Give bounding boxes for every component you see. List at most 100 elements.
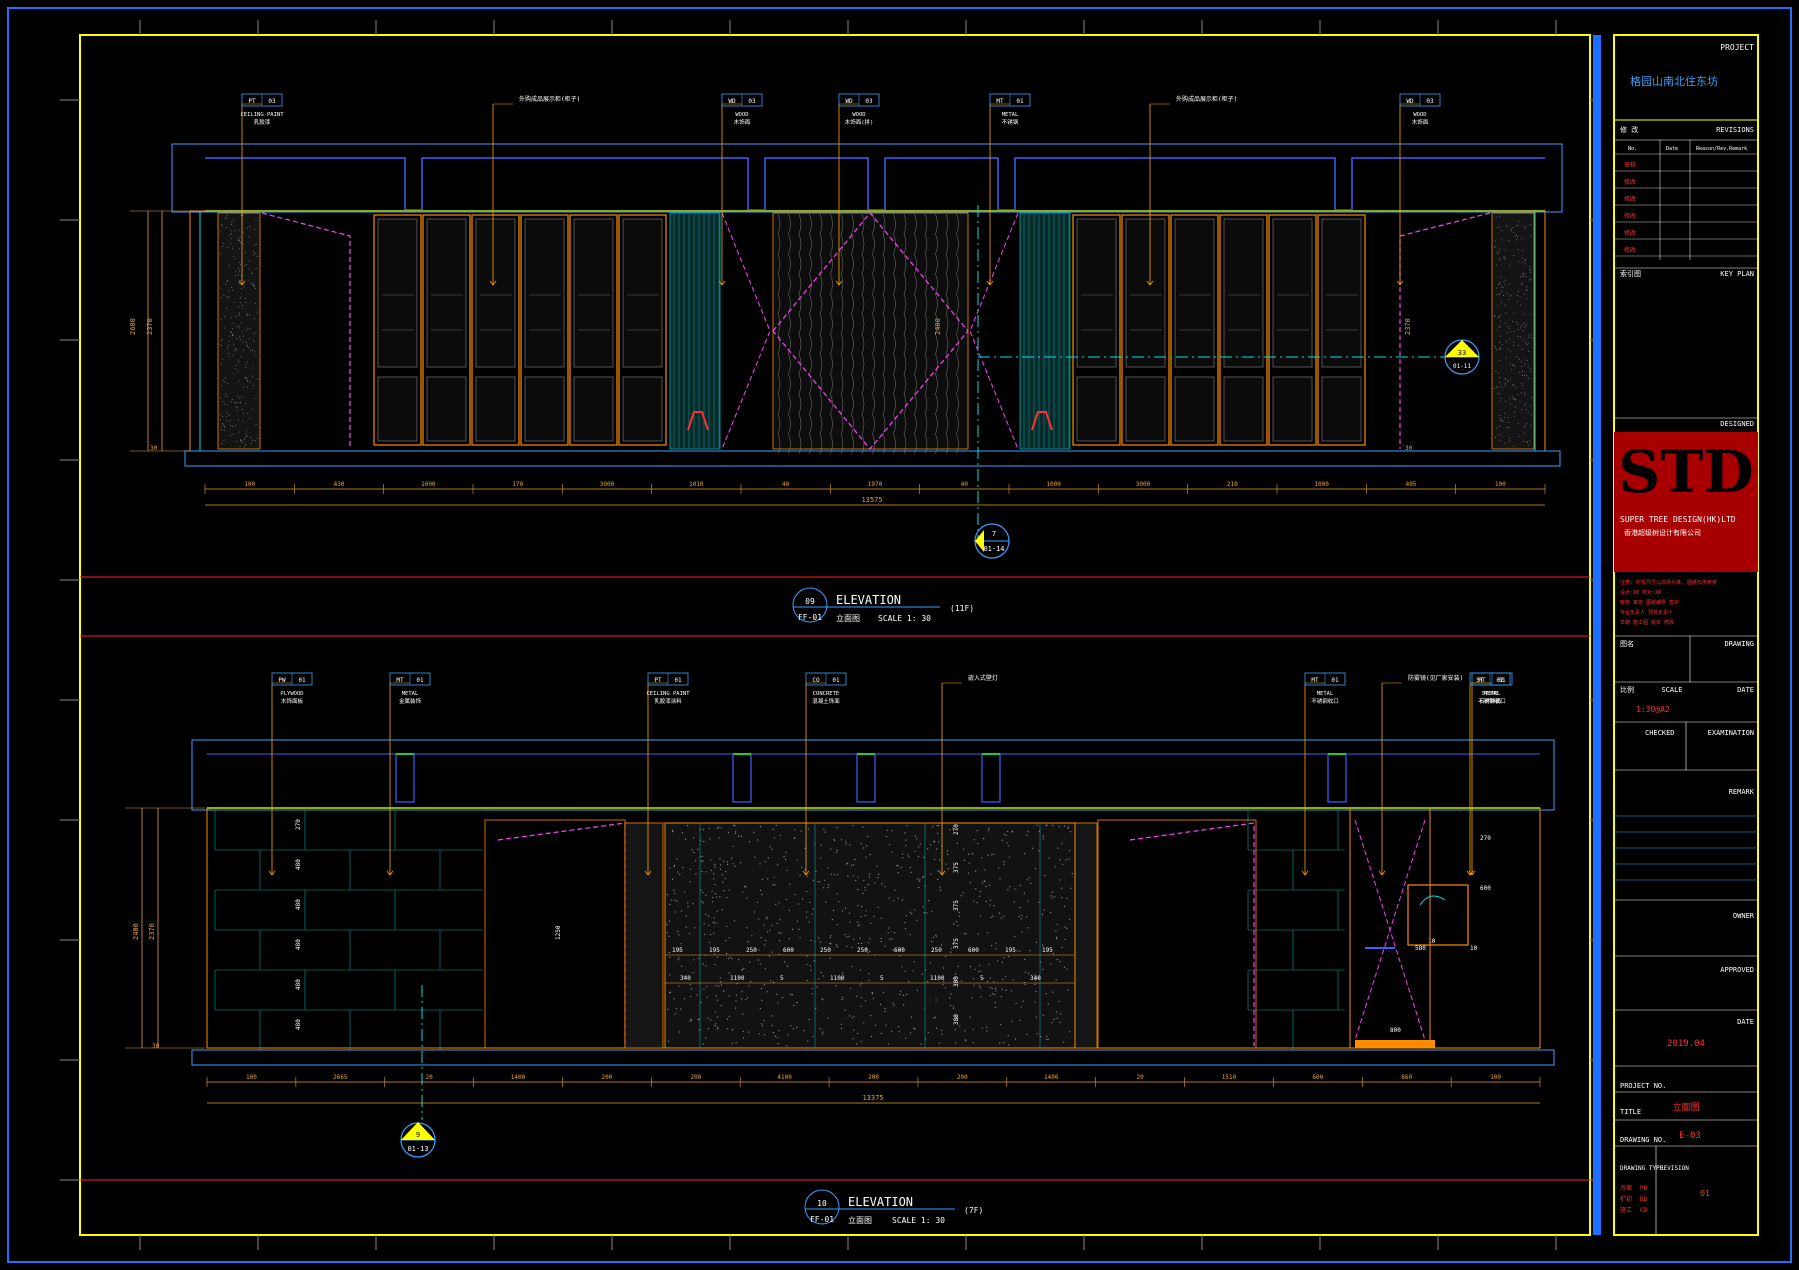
bottom-dim-12: 600 <box>1312 1074 1323 1081</box>
project-no-label: PROJECT NO. <box>1620 1082 1666 1090</box>
top-tag-cn-3: 木饰面(拼) <box>845 118 874 126</box>
top-tag-code-4: MT <box>996 98 1004 105</box>
top-tag-code-3: WD <box>845 98 853 105</box>
inner-dim-f-0: 270 <box>1480 835 1491 842</box>
inner-dim-b-2: 5 <box>780 975 784 982</box>
bottom-tag-cn-7: 不锈钢收口 <box>1478 697 1506 705</box>
drawing-no-value: E-03 <box>1679 1131 1701 1141</box>
bottom-dim-1: 2665 <box>333 1074 348 1081</box>
bottom-tag-num-3: 01 <box>832 677 840 684</box>
inner-dim-a-1: 195 <box>709 947 720 954</box>
examination-label: EXAMINATION <box>1708 729 1754 737</box>
inner-dim-b-4: 5 <box>880 975 884 982</box>
ceiling-light-boxes <box>395 753 1347 803</box>
company-name-cn: 香港超级树设计有限公司 <box>1624 528 1701 537</box>
stage-label-2: 扩初 <box>1620 1195 1632 1203</box>
bottom-dim-2: 20 <box>426 1074 434 1081</box>
elev-09-cn: 立面图 <box>836 613 860 623</box>
bottom-tag-cn-8: 石材饰面 <box>1479 697 1502 705</box>
revision-cn: 修 改 <box>1620 125 1638 134</box>
bottom-dim-3: 1400 <box>511 1074 526 1081</box>
top-tag-code-2: WD <box>728 98 736 105</box>
vdim-bottom-2: 2370 <box>148 923 156 940</box>
bottom-tag-num-7: 01 <box>1498 677 1506 684</box>
revision-label: REVISION <box>1660 1165 1689 1172</box>
top-tag-note-5: 外购成品展示柜(柜子) <box>1176 95 1237 103</box>
stage-code-2: DD <box>1640 1196 1648 1203</box>
bottom-tag-note-6: 防雾镜(见厂家安装) <box>1408 674 1463 682</box>
top-tag-num-0: 03 <box>268 98 276 105</box>
checked-label: CHECKED <box>1645 729 1675 737</box>
top-tag-num-3: 03 <box>865 98 873 105</box>
inner-dim-e-5: 480 <box>295 1019 302 1030</box>
top-tag-name-0: CEILING PAINT <box>240 112 284 118</box>
top-dim-1: 430 <box>334 481 345 488</box>
top-dim-7: 1970 <box>868 481 883 488</box>
bottom-tag-code-5: MT <box>1311 677 1319 684</box>
bottom-dim-8: 200 <box>957 1074 968 1081</box>
bottom-tag-code-8: ST <box>1476 677 1484 684</box>
bottom-tag-code-0: PW <box>278 677 286 684</box>
bottom-tag-num-0: 01 <box>298 677 306 684</box>
top-tag-cn-2: 木饰面 <box>734 118 751 126</box>
date-label: DATE <box>1737 686 1754 694</box>
bottom-tag-name-2: CEILING PAINT <box>646 691 690 697</box>
owner-label: OWNER <box>1733 912 1755 920</box>
bottom-tag-num-1: 01 <box>416 677 424 684</box>
drawing-type-label: DRAWING TYPE <box>1620 1165 1664 1172</box>
red-note-1: 设计:XX 校对:XX <box>1620 589 1661 596</box>
inner-dim-a-9: 195 <box>1005 947 1016 954</box>
top-tag-code-0: PT <box>248 98 256 105</box>
inner-dim-b-5: 1100 <box>930 975 945 982</box>
inner-dim-a-2: 250 <box>746 947 757 954</box>
bottom-tag-cn-0: 木饰面板 <box>281 697 304 705</box>
bottom-dim-0: 100 <box>246 1074 257 1081</box>
inner-dim-c-5: 380 <box>953 1014 960 1025</box>
top-dim-12: 1000 <box>1314 481 1329 488</box>
top-tag-num-4: 01 <box>1016 98 1024 105</box>
bottom-tag-cn-2: 乳胶漆涂料 <box>654 697 682 705</box>
revision-col-1: Date <box>1666 146 1678 152</box>
top-tag-name-6: WOOD <box>1413 112 1426 118</box>
project-name: 格园山南北住东坊 <box>1630 74 1718 88</box>
section-marker-9: 9 01-13 <box>400 1122 436 1158</box>
company-name-en: SUPER TREE DESIGN(HK)LTD <box>1620 515 1736 524</box>
inner-dim-f-5: 800 <box>1390 1027 1401 1034</box>
top-dim-2: 1000 <box>421 481 436 488</box>
inner-dim-b-0: 340 <box>680 975 691 982</box>
remark-lines <box>1614 815 1758 881</box>
inner-dim-e-4: 480 <box>295 979 302 990</box>
elev-09-number: 09 <box>805 597 815 606</box>
red-note-3: 专业负责人 项目负责人 <box>1620 609 1673 616</box>
inner-dim-c-3: 375 <box>953 938 960 949</box>
top-tag-num-6: 03 <box>1426 98 1434 105</box>
stage-code-1: PD <box>1640 1185 1648 1192</box>
revision-row-3: 修改 <box>1624 195 1636 203</box>
vdim-top-6: 30 <box>1405 445 1413 452</box>
stage-label-1: 方案 <box>1620 1184 1632 1192</box>
glass-cabinets <box>373 214 1366 446</box>
elev-09-scale: SCALE 1: 30 <box>878 614 931 623</box>
date-label-2: DATE <box>1737 1018 1754 1026</box>
inner-dim-f-4: 600 <box>1480 885 1491 892</box>
elev-10-scale: SCALE 1: 30 <box>892 1216 945 1225</box>
section-marker-7: 7 01-14 <box>974 523 1010 559</box>
bottom-tag-name-3: CONCRETE <box>813 691 840 697</box>
bottom-dim-14: 100 <box>1490 1074 1501 1081</box>
revisions-label: REVISIONS <box>1716 126 1754 134</box>
inner-dim-f-3: 10 <box>1470 945 1478 952</box>
inner-dim-a-4: 250 <box>820 947 831 954</box>
top-dim-11: 210 <box>1227 481 1238 488</box>
bottom-tag-num-2: 01 <box>674 677 682 684</box>
red-note-4: 日期 施工图 版本 修改 <box>1620 619 1674 626</box>
vdim-bottom-3: 30 <box>152 1043 160 1050</box>
outer-frame <box>7 7 1792 1263</box>
scale-label: SCALE <box>1661 686 1682 694</box>
drawing-no-label: DRAWING NO. <box>1620 1136 1666 1144</box>
